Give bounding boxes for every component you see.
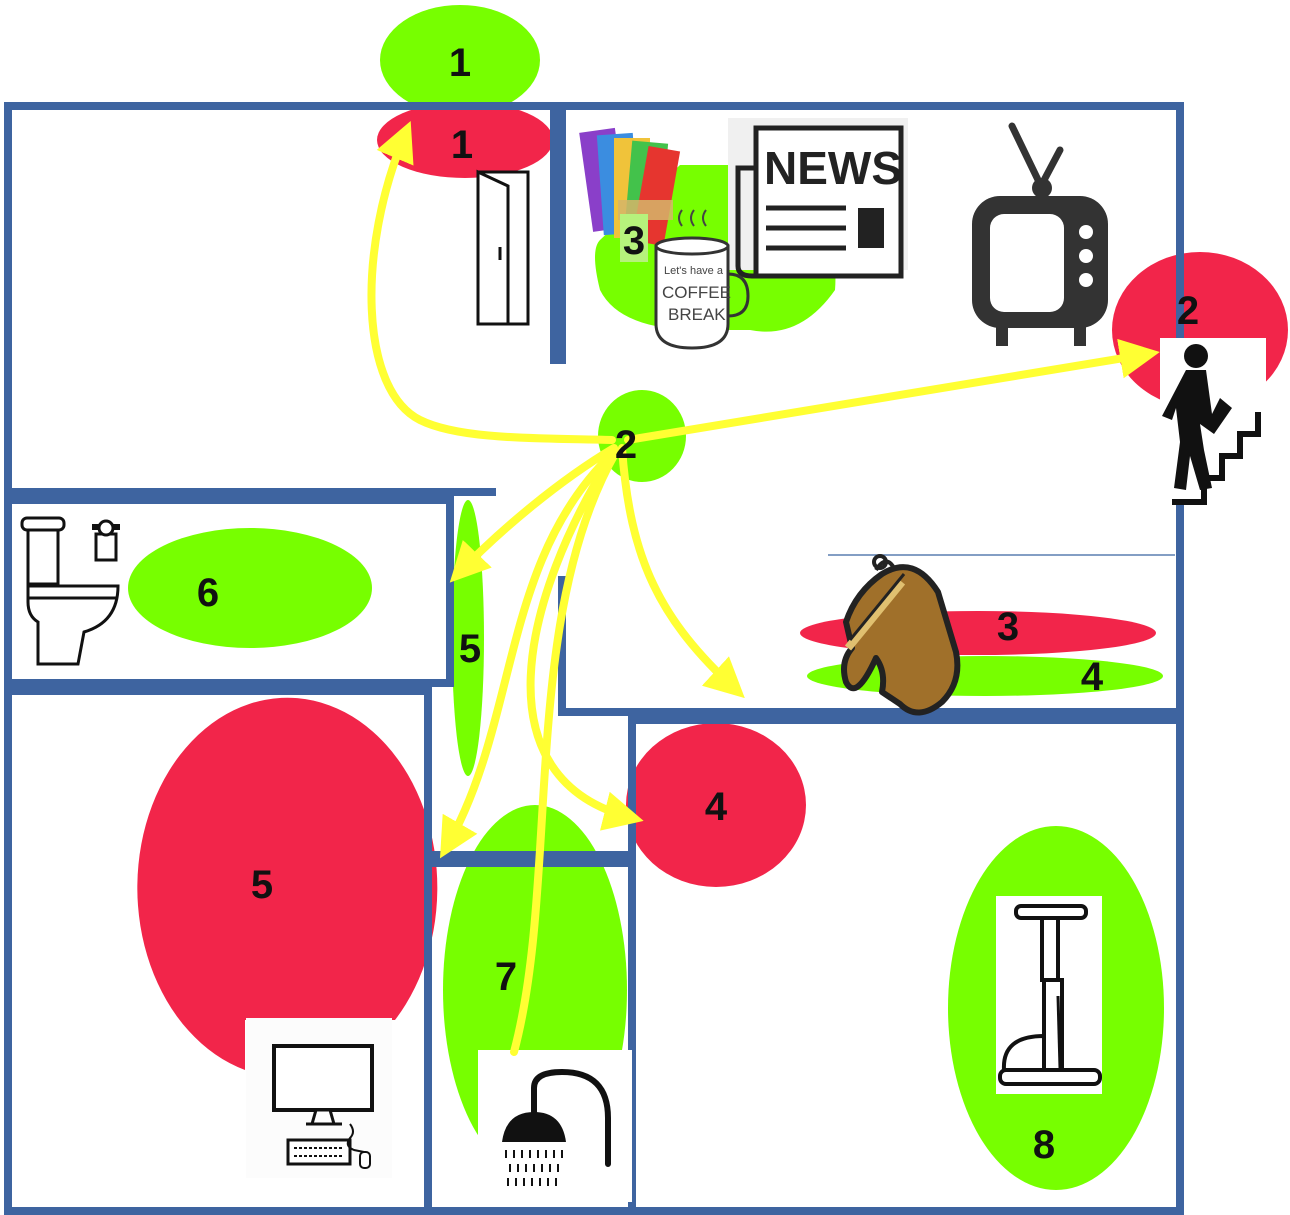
television-icon bbox=[972, 122, 1108, 346]
zone-label-green-4: 4 bbox=[1081, 655, 1104, 699]
exercise-bike-icon bbox=[996, 896, 1102, 1094]
zone-label-red-5: 5 bbox=[251, 863, 273, 907]
wall-gap-left bbox=[12, 457, 492, 487]
zone-label-green-3: 3 bbox=[623, 219, 645, 263]
zone-label-green-1: 1 bbox=[449, 41, 471, 85]
zone-label-red-3: 3 bbox=[997, 605, 1019, 649]
coffee-line2: COFFEE bbox=[662, 283, 731, 302]
zone-label-green-2: 2 bbox=[615, 423, 637, 467]
green-zone-6 bbox=[128, 528, 372, 648]
path-to-bathroom-door bbox=[449, 444, 618, 583]
computer-icon bbox=[246, 1018, 392, 1178]
zone-labels: 1 1 3 2 2 6 5 3 4 4 5 7 8 bbox=[197, 41, 1199, 1167]
zone-label-red-1: 1 bbox=[451, 123, 473, 167]
zone-label-green-5: 5 bbox=[459, 627, 481, 671]
zone-label-red-4: 4 bbox=[705, 785, 728, 829]
coffee-line1: Let's have a bbox=[664, 265, 724, 277]
coffee-line3: BREAK bbox=[668, 305, 726, 324]
zone-label-green-8: 8 bbox=[1033, 1123, 1055, 1167]
green-zone-1 bbox=[380, 5, 540, 115]
coffee-mug-icon: Let's have a COFFEE BREAK bbox=[654, 209, 750, 350]
oven-mitt-icon bbox=[841, 554, 961, 716]
red-zone-1 bbox=[377, 102, 553, 178]
zones-layer bbox=[128, 5, 1288, 1190]
path-to-entrance bbox=[367, 120, 616, 444]
stairs-climber-icon bbox=[1160, 338, 1266, 505]
newspaper-icon: NEWS bbox=[728, 118, 908, 279]
toilet-icon bbox=[20, 516, 120, 666]
red-zone-5 bbox=[137, 697, 438, 1070]
door-icon bbox=[476, 169, 530, 326]
folders-icon bbox=[579, 127, 681, 247]
label-bg-green-3 bbox=[620, 214, 648, 262]
news-text: NEWS bbox=[764, 142, 902, 194]
shower-icon bbox=[478, 1050, 632, 1202]
path-to-storage bbox=[526, 448, 644, 831]
walls bbox=[4, 102, 1184, 1215]
path-arrows bbox=[367, 120, 1160, 1056]
path-to-shower bbox=[510, 448, 620, 1056]
path-to-stairs bbox=[624, 338, 1160, 444]
red-zone-4 bbox=[626, 723, 806, 887]
zone-label-green-6: 6 bbox=[197, 571, 219, 615]
zone-label-green-7: 7 bbox=[495, 955, 517, 999]
path-to-office bbox=[440, 448, 618, 859]
path-to-kitchen bbox=[618, 444, 745, 699]
zone-label-red-2: 2 bbox=[1177, 289, 1199, 333]
